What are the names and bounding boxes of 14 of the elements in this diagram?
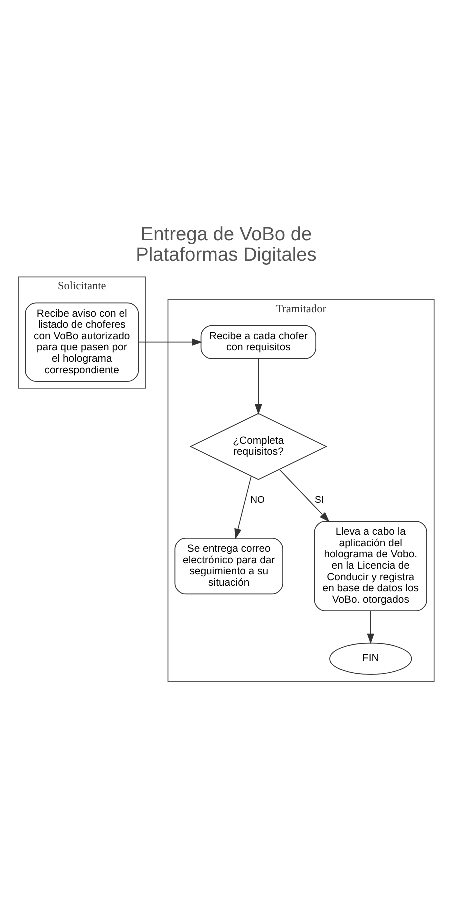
arrow (279, 469, 330, 522)
edge-label: NO (250, 495, 265, 506)
arrow (138, 338, 203, 346)
node-box: Recibe a cada chofer con requisitos (200, 325, 317, 360)
node-ellipse: FIN (330, 642, 412, 676)
arrow (367, 610, 375, 644)
diagram-title: Entrega de VoBo de Plataformas Digitales (136, 224, 317, 266)
node-diamond: ¿Completa requisitos? (190, 413, 328, 480)
arrow (255, 358, 262, 415)
node-box: Se entrega correo electrónico para dar seguimiento a su situación (174, 538, 284, 595)
node-box: Lleva a cabo la aplicación del holograma de Vobo. en la Licencia de Conducir y registra en base de datos los VoBo. otorgados (314, 521, 428, 612)
edge-label: SI (315, 495, 324, 506)
node-box: Recibe aviso con el listado de choferes con VoBo autorizado para que pasen por el holograma correspondiente (25, 302, 140, 382)
arrow (234, 476, 252, 540)
